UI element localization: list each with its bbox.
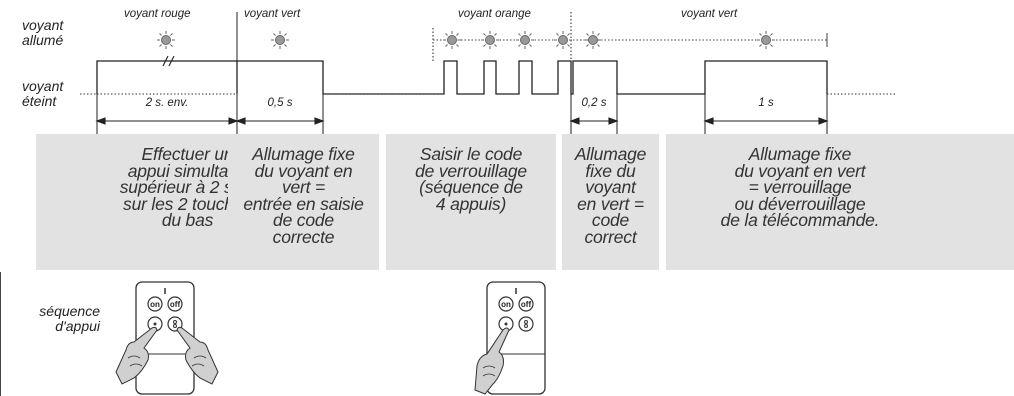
label-line: voyant bbox=[22, 78, 64, 94]
label-voyant-allume: voyant allumé bbox=[22, 18, 63, 48]
lamp-green-icon bbox=[271, 31, 289, 49]
step-panel-3: Saisir le code de verrouillage (séquence… bbox=[386, 134, 556, 270]
lamp-green-icon bbox=[757, 31, 775, 49]
signal-waveform bbox=[96, 60, 828, 95]
step-panel-5: Allumage fixe du voyant en vert = verrou… bbox=[666, 134, 1014, 270]
step-text: Saisir le code de verrouillage (séquence… bbox=[415, 144, 527, 214]
duration-label: 2 s. env. bbox=[145, 97, 189, 109]
break-mark-1 bbox=[162, 55, 169, 67]
label-sequence-appui: séquence d'appui bbox=[20, 304, 100, 334]
lamp-orange-icon bbox=[516, 31, 534, 49]
phase-label-green: voyant vert bbox=[244, 8, 301, 20]
label-line: allumé bbox=[22, 32, 64, 48]
button-on-label: on bbox=[501, 300, 511, 309]
step-text: Allumage fixe du voyant en vert = code c… bbox=[574, 144, 647, 247]
step-text: Allumage fixe du voyant en vert = verrou… bbox=[720, 144, 880, 230]
lamp-orange-icon bbox=[554, 31, 572, 49]
phase-label-orange: voyant orange bbox=[458, 8, 531, 20]
duration-label: 0,5 s bbox=[267, 97, 293, 109]
lamp-icons bbox=[157, 31, 775, 49]
lamp-orange-icon bbox=[481, 31, 499, 49]
remote-both-buttons-icon: on off bbox=[115, 281, 219, 395]
lamp-red-icon bbox=[157, 31, 175, 49]
phase-label-green-2: voyant vert bbox=[681, 8, 738, 20]
label-line: éteint bbox=[22, 93, 57, 109]
button-on-label: on bbox=[150, 300, 160, 309]
phase-label-red: voyant rouge bbox=[124, 8, 191, 20]
label-line: voyant bbox=[22, 17, 64, 33]
label-line: d'appui bbox=[55, 318, 100, 334]
break-mark-2 bbox=[168, 55, 175, 67]
lamp-orange-icon bbox=[443, 31, 461, 49]
step-panel-2: Allumage fixe du voyant en vert = entrée… bbox=[228, 134, 379, 270]
remote-single-button-icon: on off bbox=[474, 281, 546, 395]
step-text: Allumage fixe du voyant en vert = entrée… bbox=[243, 144, 364, 247]
duration-label: 0,2 s bbox=[581, 97, 607, 109]
button-off-label: off bbox=[521, 300, 532, 309]
duration-label: 1 s bbox=[758, 97, 774, 109]
label-line: séquence bbox=[39, 303, 100, 319]
label-voyant-eteint: voyant éteint bbox=[22, 79, 63, 109]
button-off-label: off bbox=[170, 300, 181, 309]
left-rule bbox=[0, 272, 1, 396]
lamp-green-icon bbox=[584, 31, 602, 49]
step-panel-4: Allumage fixe du voyant en vert = code c… bbox=[562, 134, 659, 270]
duration-arrows bbox=[95, 117, 829, 125]
